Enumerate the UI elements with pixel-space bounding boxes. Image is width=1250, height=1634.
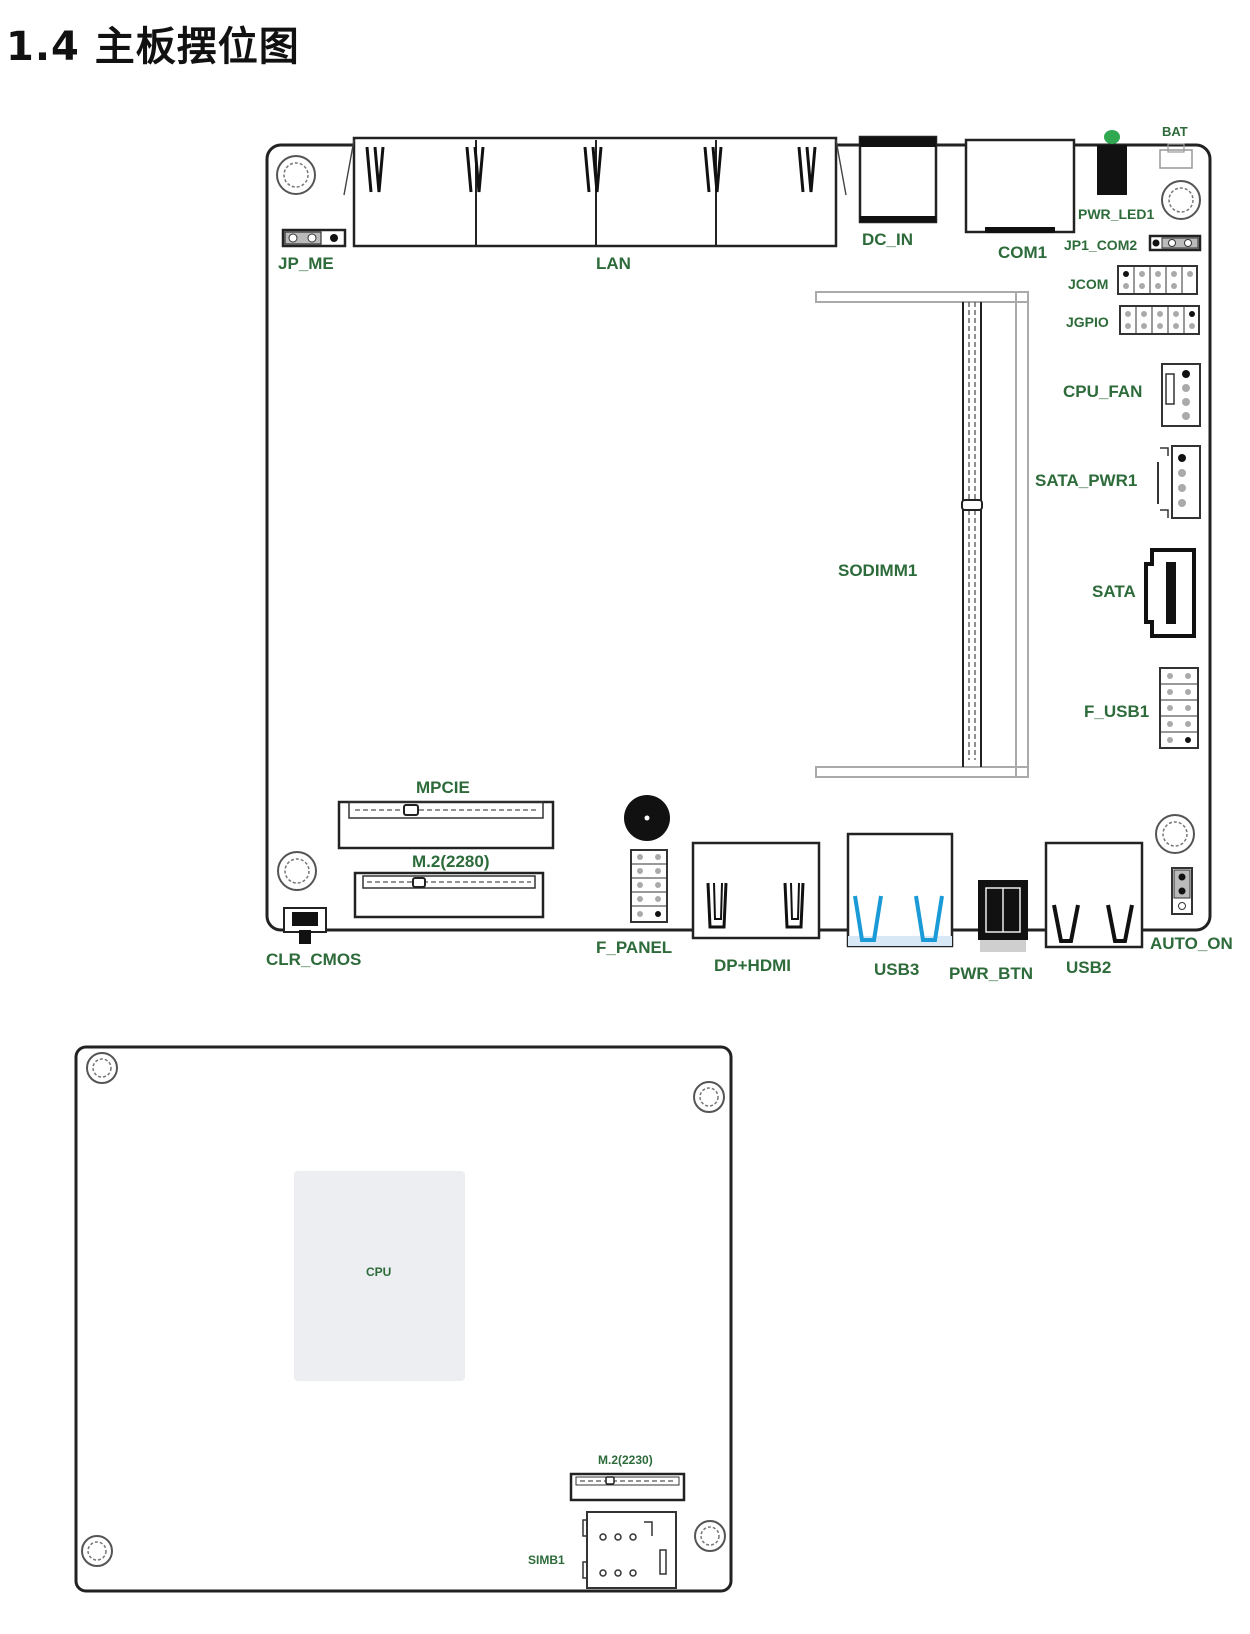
mpcie-label: MPCIE <box>416 778 470 797</box>
clr-cmos-label: CLR_CMOS <box>266 950 361 969</box>
jp1-com2-label: JP1_COM2 <box>1064 237 1137 253</box>
dc-in-connector <box>858 135 938 224</box>
dc-in-label: DC_IN <box>862 230 913 249</box>
pwr-btn-switch <box>978 880 1028 952</box>
cpu-fan-label: CPU_FAN <box>1063 382 1142 401</box>
auto-on-jumper <box>1171 867 1193 915</box>
cpu-fan-header <box>1161 363 1201 427</box>
jp-me-jumper <box>281 228 347 248</box>
dp-hdmi-ports <box>691 841 821 940</box>
bat-label: BAT <box>1162 124 1188 139</box>
usb2-ports <box>1044 841 1144 949</box>
auto-on-label: AUTO_ON <box>1150 934 1233 953</box>
mounting-hole-icon <box>1161 180 1201 220</box>
jgpio-header <box>1119 305 1200 335</box>
mounting-hole-icon <box>86 1052 118 1084</box>
sodimm1-label: SODIMM1 <box>838 561 917 580</box>
mounting-hole-icon <box>276 155 316 195</box>
m2-2280-label: M.2(2280) <box>412 852 489 871</box>
mounting-hole-icon <box>1155 814 1195 854</box>
mounting-hole-icon <box>81 1535 113 1567</box>
jcom-header <box>1117 265 1198 295</box>
simb1-label: SIMB1 <box>528 1553 565 1567</box>
m2-2230-label: M.2(2230) <box>598 1453 653 1467</box>
sata-connector <box>1144 548 1196 638</box>
clr-cmos-switch <box>283 907 327 944</box>
lan-ports <box>343 136 847 248</box>
sata-pwr1-header <box>1157 445 1201 519</box>
f-panel-header <box>630 849 668 923</box>
f-panel-label: F_PANEL <box>596 938 672 957</box>
battery-connector-icon <box>1159 143 1193 169</box>
com1-label: COM1 <box>998 243 1047 262</box>
usb3-ports <box>846 832 954 948</box>
pwr-btn-label: PWR_BTN <box>949 964 1033 983</box>
simb1-slot <box>582 1511 677 1589</box>
usb3-label: USB3 <box>874 960 919 979</box>
pwr-led1-label: PWR_LED1 <box>1078 206 1154 222</box>
cpu-area <box>294 1171 465 1381</box>
cpu-label: CPU <box>366 1265 391 1279</box>
f-usb1-header <box>1159 667 1199 749</box>
sodimm1-slot <box>815 291 1029 778</box>
mounting-hole-icon <box>693 1081 725 1113</box>
page-title: 1.4 主板摆位图 <box>6 24 300 70</box>
mpcie-slot <box>337 800 555 850</box>
mounting-hole-icon <box>694 1520 726 1552</box>
usb2-label: USB2 <box>1066 958 1111 977</box>
buzzer-icon <box>624 795 670 841</box>
jgpio-label: JGPIO <box>1066 314 1109 330</box>
sata-pwr1-label: SATA_PWR1 <box>1035 471 1137 490</box>
pwr-led-icon <box>1097 130 1127 195</box>
dp-hdmi-label: DP+HDMI <box>714 956 791 975</box>
f-usb1-label: F_USB1 <box>1084 702 1149 721</box>
jp1-com2-jumper <box>1148 234 1202 252</box>
m2-2230-slot <box>569 1472 686 1502</box>
lan-label: LAN <box>596 254 631 273</box>
jp-me-label: JP_ME <box>278 254 334 273</box>
jcom-label: JCOM <box>1068 276 1108 292</box>
sata-label: SATA <box>1092 582 1136 601</box>
m2-2280-slot <box>353 871 545 919</box>
mounting-hole-icon <box>277 851 317 891</box>
com1-connector <box>964 138 1076 234</box>
